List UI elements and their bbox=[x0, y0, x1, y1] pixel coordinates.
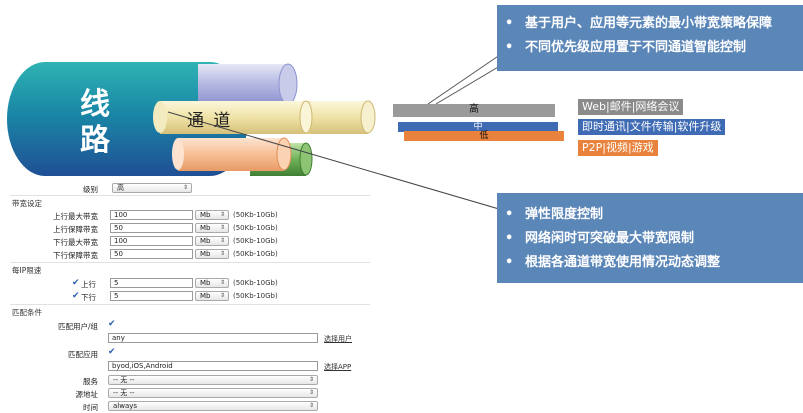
unit-value: Mb bbox=[200, 292, 211, 300]
app-label-web: Web|邮件|网络会议 bbox=[578, 99, 684, 115]
chevron-updown-icon: ⇕ bbox=[308, 389, 314, 396]
down-limit-unit-select[interactable]: Mb ⇕ bbox=[195, 291, 229, 301]
match-user-label: 匹配用户/组 bbox=[57, 322, 98, 331]
unit-value: Mb bbox=[200, 250, 211, 258]
chevron-updown-icon: ⇕ bbox=[219, 250, 225, 257]
bandwidth-section-title: 带宽设定 bbox=[12, 199, 42, 208]
chevron-updown-icon: ⇕ bbox=[308, 376, 314, 383]
chevron-updown-icon: ⇕ bbox=[219, 224, 225, 231]
chevron-updown-icon: ⇕ bbox=[219, 211, 225, 218]
down-guar-input[interactable]: 50 bbox=[110, 249, 193, 259]
time-select[interactable]: always ⇕ bbox=[108, 401, 318, 411]
app-label-im: 即时通讯|文件传输|软件升级 bbox=[578, 119, 726, 135]
chevron-updown-icon: ⇕ bbox=[182, 184, 188, 191]
time-select-value: always bbox=[113, 402, 138, 410]
unit-value: Mb bbox=[200, 237, 211, 245]
info-item-text: 基于用户、应用等元素的最小带宽策略保障 bbox=[525, 16, 773, 31]
match-section-title: 匹配条件 bbox=[12, 308, 42, 317]
info-item-text: 不同优先级应用置于不同通道智能控制 bbox=[525, 40, 747, 55]
down-limit-checkbox[interactable]: ✔ bbox=[72, 291, 80, 301]
cable-char-1: 线 bbox=[80, 87, 110, 122]
info-item-text: 弹性限度控制 bbox=[525, 207, 604, 222]
info-item: •根据各通道带宽使用情况动态调整 bbox=[505, 255, 721, 270]
up-guar-label: 上行保障带宽 bbox=[53, 225, 98, 234]
chevron-updown-icon: ⇕ bbox=[219, 292, 225, 299]
range-note: (50Kb-10Gb) bbox=[233, 224, 278, 232]
unit-value: Mb bbox=[200, 224, 211, 232]
info-item: •不同优先级应用置于不同通道智能控制 bbox=[505, 40, 747, 55]
level-select-value: 高 bbox=[117, 184, 124, 192]
info-box-elastic: •弹性限度控制 •网络闲时可突破最大带宽限制 •根据各通道带宽使用情况动态调整 bbox=[497, 193, 803, 283]
source-select[interactable]: -- 无 -- ⇕ bbox=[108, 388, 318, 398]
priority-bar-high: 高 bbox=[393, 104, 555, 117]
up-max-label: 上行最大带宽 bbox=[53, 212, 98, 221]
up-limit-label: 上行 bbox=[81, 280, 96, 289]
down-guar-label: 下行保障带宽 bbox=[53, 251, 98, 260]
select-user-link[interactable]: 选择用户 bbox=[324, 335, 352, 343]
channel-label: 通 道 bbox=[187, 111, 233, 131]
divider bbox=[10, 304, 370, 305]
chevron-updown-icon: ⇕ bbox=[219, 279, 225, 286]
cable-char-2: 路 bbox=[80, 123, 110, 158]
divider bbox=[10, 262, 370, 263]
info-box-policy: •基于用户、应用等元素的最小带宽策略保障 •不同优先级应用置于不同通道智能控制 bbox=[497, 5, 803, 71]
range-note: (50Kb-10Gb) bbox=[233, 250, 278, 258]
app-input[interactable]: byod,iOS,Android bbox=[108, 361, 318, 371]
unit-value: Mb bbox=[200, 211, 211, 219]
select-app-link[interactable]: 选择APP bbox=[324, 363, 352, 371]
per-ip-section-title: 每IP限速 bbox=[12, 266, 42, 275]
info-item: •基于用户、应用等元素的最小带宽策略保障 bbox=[505, 16, 773, 31]
range-note: (50Kb-10Gb) bbox=[233, 211, 278, 219]
priority-bar-mid: 中 bbox=[398, 122, 558, 132]
up-limit-input[interactable]: 5 bbox=[110, 278, 193, 288]
app-label-p2p: P2P|视频|游戏 bbox=[578, 140, 658, 156]
service-select-value: -- 无 -- bbox=[113, 376, 135, 384]
down-max-label: 下行最大带宽 bbox=[53, 238, 98, 247]
chevron-updown-icon: ⇕ bbox=[308, 402, 314, 409]
down-max-unit-select[interactable]: Mb ⇕ bbox=[195, 236, 229, 246]
info-item: •弹性限度控制 bbox=[505, 207, 604, 222]
info-item-text: 网络闲时可突破最大带宽限制 bbox=[525, 231, 695, 246]
down-guar-unit-select[interactable]: Mb ⇕ bbox=[195, 249, 229, 259]
match-user-checkbox[interactable]: ✔ bbox=[108, 319, 116, 329]
match-app-label: 匹配应用 bbox=[68, 350, 98, 359]
chevron-updown-icon: ⇕ bbox=[219, 237, 225, 244]
range-note: (50Kb-10Gb) bbox=[233, 237, 278, 245]
down-limit-label: 下行 bbox=[81, 293, 96, 302]
service-label: 服务 bbox=[83, 377, 98, 386]
up-max-input[interactable]: 100 bbox=[110, 210, 193, 220]
up-limit-checkbox[interactable]: ✔ bbox=[72, 278, 80, 288]
time-label: 时间 bbox=[83, 403, 98, 412]
service-select[interactable]: -- 无 -- ⇕ bbox=[108, 375, 318, 385]
peach-channel-tube bbox=[172, 137, 292, 171]
down-max-input[interactable]: 100 bbox=[110, 236, 193, 246]
up-max-unit-select[interactable]: Mb ⇕ bbox=[195, 210, 229, 220]
lavender-channel-tube bbox=[198, 63, 298, 105]
green-channel-tube bbox=[250, 142, 313, 176]
source-select-value: -- 无 -- bbox=[113, 389, 135, 397]
up-limit-unit-select[interactable]: Mb ⇕ bbox=[195, 278, 229, 288]
down-limit-input[interactable]: 5 bbox=[110, 291, 193, 301]
up-guar-unit-select[interactable]: Mb ⇕ bbox=[195, 223, 229, 233]
info-item-text: 根据各通道带宽使用情况动态调整 bbox=[525, 255, 721, 270]
info-item: •网络闲时可突破最大带宽限制 bbox=[505, 231, 695, 246]
match-app-checkbox[interactable]: ✔ bbox=[108, 347, 116, 357]
level-label: 级别 bbox=[83, 185, 98, 194]
range-note: (50Kb-10Gb) bbox=[233, 279, 278, 287]
level-select[interactable]: 高⇕ bbox=[112, 183, 192, 193]
unit-value: Mb bbox=[200, 279, 211, 287]
source-label: 源地址 bbox=[75, 390, 99, 399]
range-note: (50Kb-10Gb) bbox=[233, 292, 278, 300]
divider bbox=[10, 195, 370, 196]
user-input[interactable]: any bbox=[108, 333, 318, 343]
up-guar-input[interactable]: 50 bbox=[110, 223, 193, 233]
qos-settings-form: 级别 高⇕ 带宽设定 上行最大带宽 100 Mb⇕ (50Kb-10Gb) 上行… bbox=[0, 178, 380, 413]
priority-bar-low: 低 bbox=[404, 131, 564, 141]
